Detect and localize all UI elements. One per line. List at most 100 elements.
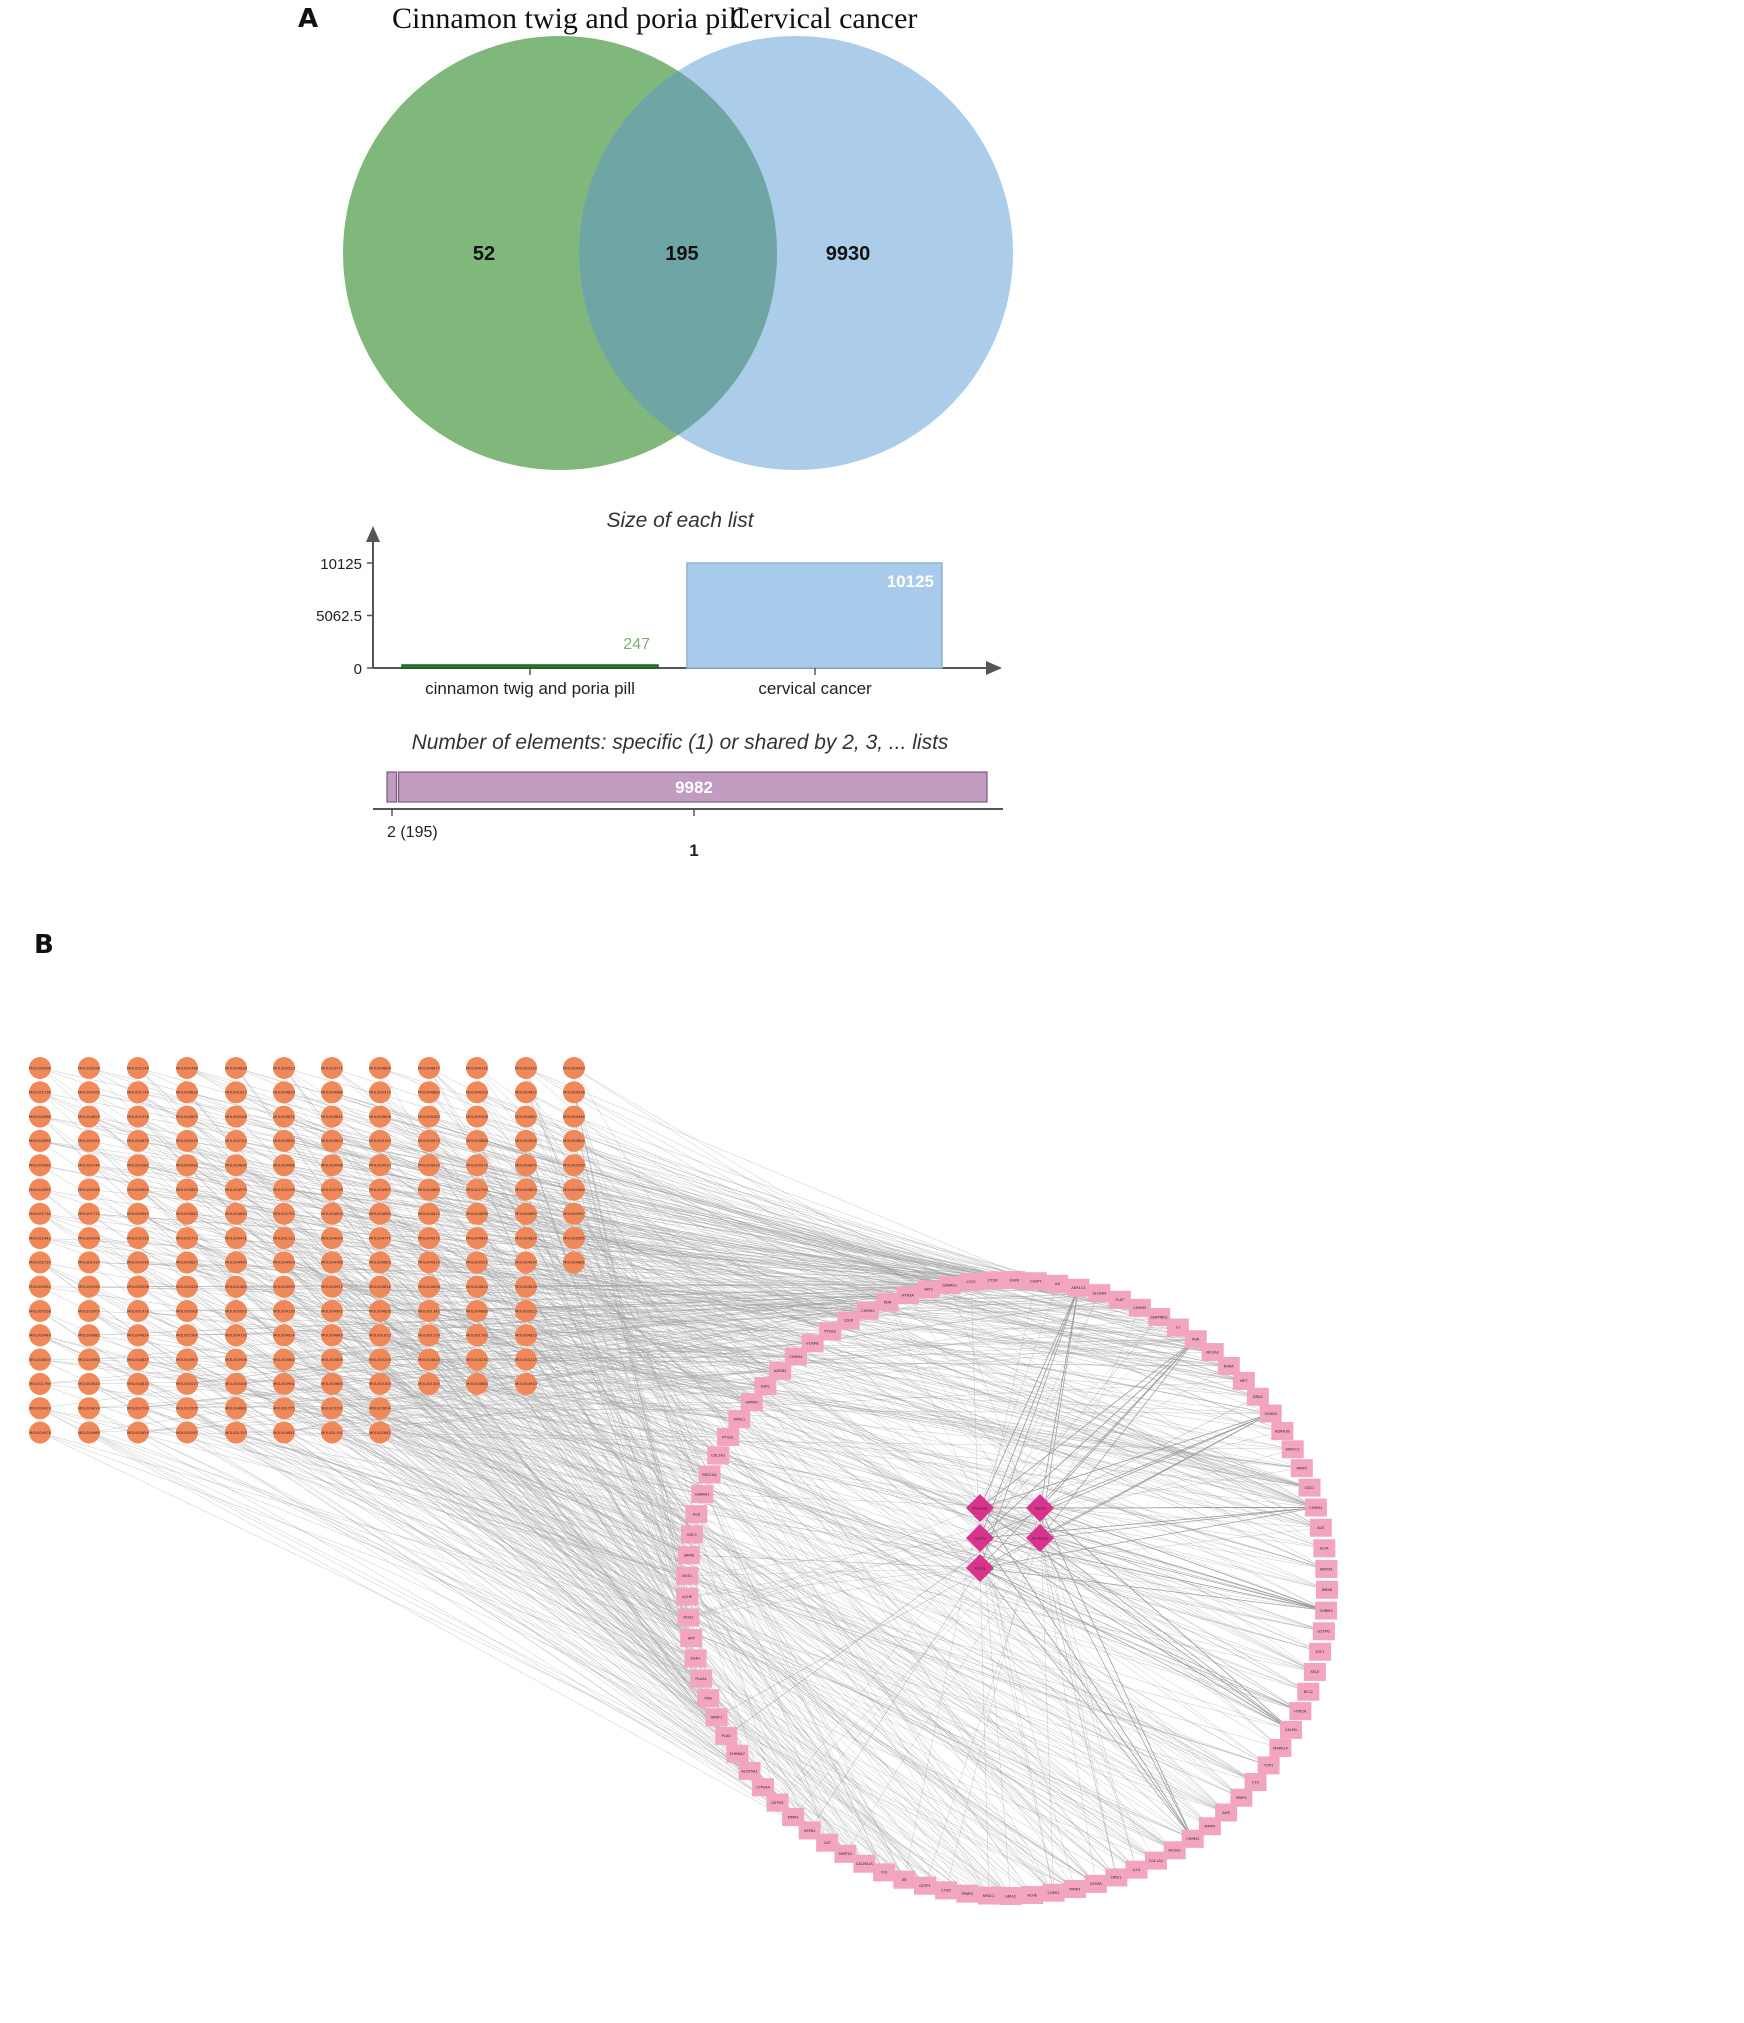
compound-node: MOL004199 [466,1081,489,1104]
compound-node: MOL004830 [273,1129,296,1152]
compound-node-label: MOL000023 [515,1309,537,1313]
compound-node: MOL004948 [321,1154,344,1177]
network-edge [525,1116,905,1880]
compound-node: MOL004824 [466,1275,489,1298]
compound-node: MOL000282 [418,1105,440,1128]
size-chart-ytick-label-top: 10125 [320,556,362,573]
target-node: VCAM1 [801,1334,824,1353]
compound-node-label: MOL004946 [563,1115,585,1119]
network-edge [476,1092,1321,1528]
compound-node-label: MOL004903 [321,1236,343,1240]
compound-node-label: MOL000492 [29,1285,51,1289]
size-chart-bar-1 [401,664,659,669]
compound-node-label: MOL002290 [273,1188,295,1192]
target-node: MET [1232,1371,1255,1390]
network-edge [476,1116,1120,1301]
compound-node: MOL004190 [369,1129,392,1152]
compound-node-label: MOL001239 [418,1334,440,1338]
venn-intersection-count: 195 [665,243,698,265]
network-edge [1039,1537,1193,1839]
network-edge [525,1116,993,1281]
network-edge [525,1140,692,1639]
network-edge [687,1567,981,1577]
compound-node: MOL004819 [515,1324,538,1347]
target-node-label: ADRA1B [1275,1429,1290,1433]
target-node-label: SERPINE1 [1150,1315,1168,1319]
compound-node: MOL004820 [515,1178,538,1201]
target-node: APP [680,1629,703,1648]
compound-node: MOL002140 [127,1057,150,1079]
network-edge [979,1507,1316,1569]
compound-node-label: MOL000354 [78,1188,100,1192]
shared-chart-bar-label: 9982 [675,778,713,797]
compound-node: MOL001455 [418,1372,440,1395]
target-node: DRD2 [1246,1387,1269,1406]
compound-node-label: MOL000471 [225,1236,247,1240]
network-edge [331,1164,1100,1294]
compound-node: MOL004828 [176,1081,199,1104]
compound-node: MOL004993 [127,1178,149,1201]
network-edge [573,1067,1054,1893]
target-node-label: SLC6A4 [1092,1291,1107,1295]
target-node-label: AKT1 [924,1288,933,1292]
compound-node: MOL004139 [273,1300,296,1322]
target-node: PPARG [956,1884,979,1903]
compound-node: MOL004841 [273,1421,295,1444]
target-node-label: CTSD [941,1889,951,1893]
network-edge [428,1294,908,1312]
network-edge [137,1335,709,1699]
compound-node-label: MOL004949 [127,1212,149,1216]
compound-node: MOL004949 [127,1202,150,1225]
network-edge [525,1140,1244,1382]
target-node-label: PLAA1 [695,1677,707,1681]
target-node-label: CHEK1 [1048,1891,1060,1895]
network-edge [1039,1507,1054,1893]
compound-node: MOL004966 [78,1421,101,1444]
compound-node: MOL001810 [369,1324,392,1347]
compound-node: MOL004998 [176,1154,199,1177]
network-edge [476,1359,1054,1893]
compound-node: MOL002914 [515,1057,538,1079]
compound-node-label: MOL002914 [515,1066,537,1070]
compound-node: MOL004834 [515,1251,538,1274]
target-node-label: ACHE [1027,1893,1038,1897]
network-edge [88,1432,1075,1890]
target-node: CALM1 [1280,1720,1303,1739]
network-edge [379,1213,1160,1318]
compound-node-label: MOL004882 [225,1407,247,1411]
compound-node: MOL002726 [321,1178,344,1201]
network-edge [39,1359,696,1659]
target-node: MMP10 [834,1844,857,1863]
network-edge [907,1295,1041,1509]
target-node-label: CASP7 [1030,1280,1042,1284]
network-edge [235,1286,738,1754]
network-edge [186,1432,1281,1749]
network-edge [379,1432,727,1737]
venn-diagram: 52 195 9930 [343,36,1013,470]
compound-node-label: MOL004139 [127,1261,149,1265]
compound-node-label: MOL004993 [78,1358,100,1362]
compound-node: MOL004924 [127,1324,150,1347]
target-node-label: AKR1C3 [1071,1286,1085,1290]
network-edge [39,1262,794,1818]
compound-node-label: MOL001918 [127,1115,149,1119]
target-node: CHRM4 [784,1347,807,1366]
network-edge [573,1213,885,1873]
target-node: GSTP1 [913,1876,936,1895]
network-edge [379,1335,1301,1712]
compound-node-label: MOL004924 [127,1334,149,1338]
compound-node: MOL004881 [563,1251,585,1274]
compound-node-label: MOL004768 [176,1066,198,1070]
compound-node-label: MOL004870 [418,1139,440,1143]
compound-node: MOL004824 [563,1129,586,1152]
compound-node: MOL001484 [225,1275,248,1298]
compound-node: MOL004936 [225,1348,248,1371]
network-edge [331,1335,1325,1549]
network-edge [88,1310,810,1831]
compound-node: MOL004875 [515,1154,537,1177]
target-node-label: PTGS1 [722,1435,734,1439]
target-node: AHR [1215,1803,1238,1822]
target-node-label: TOP1 [1263,1764,1273,1768]
compound-node: MOL004978 [29,1421,52,1444]
target-node-label: LDLR [844,1319,854,1323]
